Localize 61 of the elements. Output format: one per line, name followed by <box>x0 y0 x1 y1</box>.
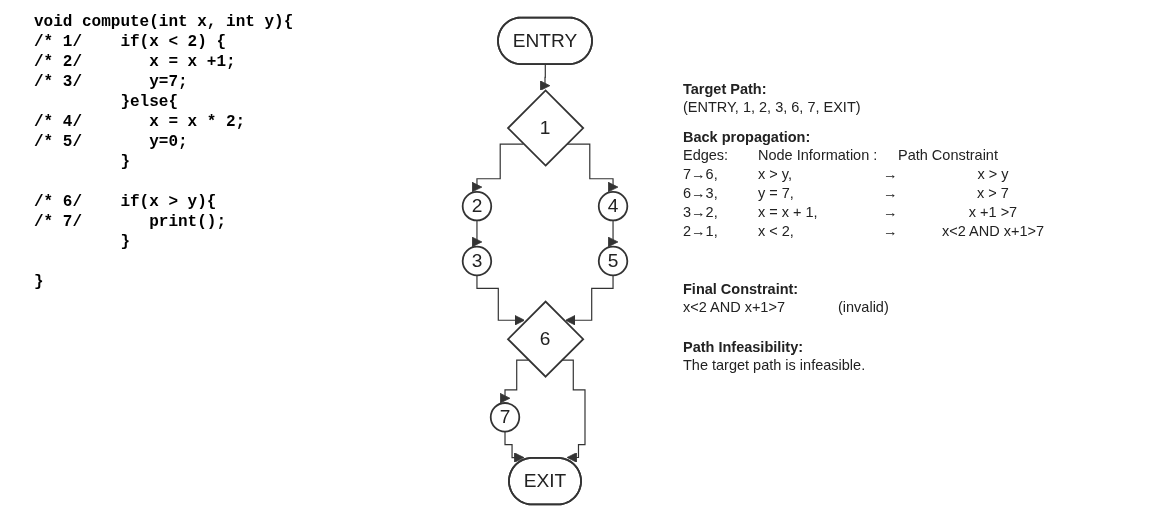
table-cell: x < 2, <box>758 222 794 240</box>
body-text: x<2 AND x+1>7 <box>683 298 785 316</box>
body-text: Path Constraint <box>898 146 998 164</box>
body-text: Edges: <box>683 146 729 164</box>
table-cell: → <box>883 184 898 202</box>
table-cell: → <box>883 222 898 240</box>
line-comment: /* 6/ <box>34 192 82 212</box>
table-cell: x = x + 1, <box>758 203 818 221</box>
arrow <box>504 430 525 463</box>
table-cell-text: x > y <box>976 165 1010 183</box>
node-circle: 5 <box>597 245 629 277</box>
line-comment: /* 3/ <box>34 72 82 92</box>
table-cell: 6→3, <box>683 184 718 202</box>
body-text: The target path is infeasible. <box>683 356 866 374</box>
node-diamond: 6 <box>506 300 585 378</box>
code-statement: } <box>120 152 130 172</box>
line-comment: /* 7/ <box>34 212 82 232</box>
code-statement: y=0; <box>149 132 188 152</box>
code-statement: x = x +1; <box>149 52 236 72</box>
arrow <box>471 143 525 193</box>
code-statement: if(x > y){ <box>120 192 217 212</box>
node-circle: 4 <box>597 190 629 222</box>
table-cell: → <box>883 203 898 221</box>
line-comment: /* 1/ <box>34 32 82 52</box>
code-statement: y=7; <box>149 72 188 92</box>
code-statement: }else{ <box>120 92 178 112</box>
section-heading: Target Path: <box>683 80 767 98</box>
section-heading: Back propagation: <box>683 128 811 146</box>
table-cell: 2→1, <box>683 222 718 240</box>
table-cell: x > y, <box>758 165 792 183</box>
line-comment: /* 2/ <box>34 52 82 72</box>
function-signature: void compute(int x, int y){ <box>34 12 294 32</box>
arrow <box>539 64 551 91</box>
line-comment: /* 4/ <box>34 112 82 132</box>
node-diamond: 1 <box>506 89 585 167</box>
table-cell: 7→6, <box>683 165 718 183</box>
arrow <box>607 219 619 248</box>
line-comment: /* 5/ <box>34 132 82 152</box>
table-cell-text: x<2 AND x+1>7 <box>941 222 1045 240</box>
arrow <box>499 359 530 404</box>
table-cell-text: x > 7 <box>976 184 1010 202</box>
table-cell: → <box>883 165 898 183</box>
code-statement: x = x * 2; <box>149 112 246 132</box>
arrow <box>471 219 483 248</box>
table-cell-text: x +1 >7 <box>967 203 1019 221</box>
table-cell: y = 7, <box>758 184 794 202</box>
node-circle: 3 <box>461 245 493 277</box>
arrow <box>565 274 614 326</box>
body-text: (ENTRY, 1, 2, 3, 6, 7, EXIT) <box>683 98 861 116</box>
section-heading: Path Infeasibility: <box>683 338 804 356</box>
section-heading: Final Constraint: <box>683 280 799 298</box>
node-circle: 7 <box>489 402 521 433</box>
body-text: Node Information : <box>758 146 878 164</box>
code-statement: print(); <box>149 212 226 232</box>
node-circle: 2 <box>461 190 493 222</box>
code-statement: if(x < 2) { <box>120 32 226 52</box>
code-statement: } <box>34 272 44 292</box>
arrow <box>476 274 525 326</box>
body-text: (invalid) <box>838 298 889 316</box>
table-cell: 3→2, <box>683 203 718 221</box>
code-statement: } <box>120 232 130 252</box>
